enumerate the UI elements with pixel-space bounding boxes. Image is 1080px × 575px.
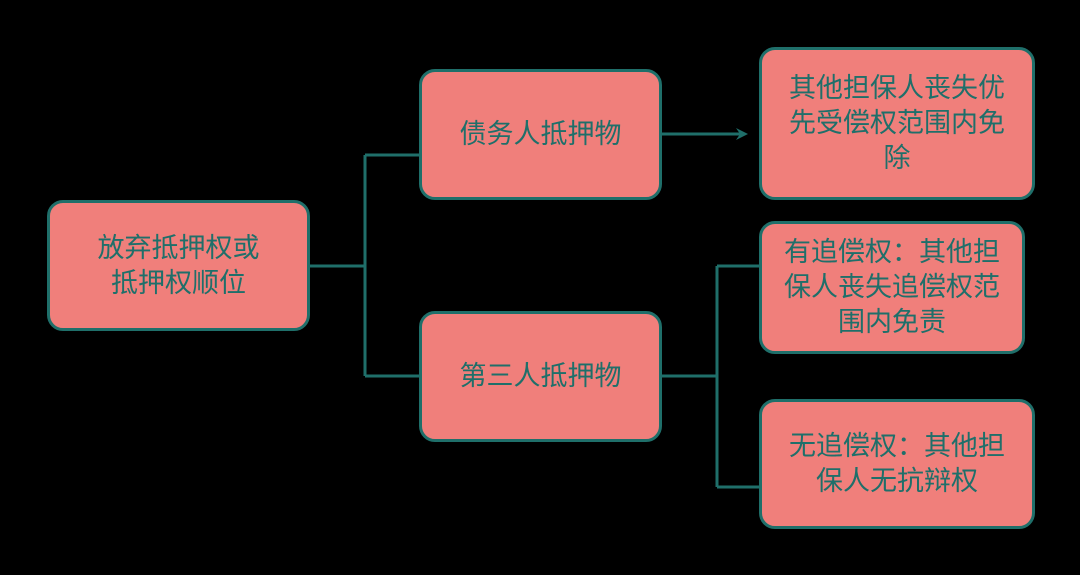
- node-root: 放弃抵押权或 抵押权顺位: [47, 200, 310, 331]
- node-without-recourse: 无追偿权：其他担 保人无抗辩权: [759, 399, 1035, 529]
- node-debtor-collateral: 债务人抵押物: [419, 69, 662, 200]
- node-debtor-outcome: 其他担保人丧失优 先受偿权范围内免 除: [759, 47, 1035, 200]
- node-third-party-collateral: 第三人抵押物: [419, 311, 662, 442]
- node-with-recourse: 有追偿权：其他担 保人丧失追偿权范 围内免责: [759, 221, 1025, 354]
